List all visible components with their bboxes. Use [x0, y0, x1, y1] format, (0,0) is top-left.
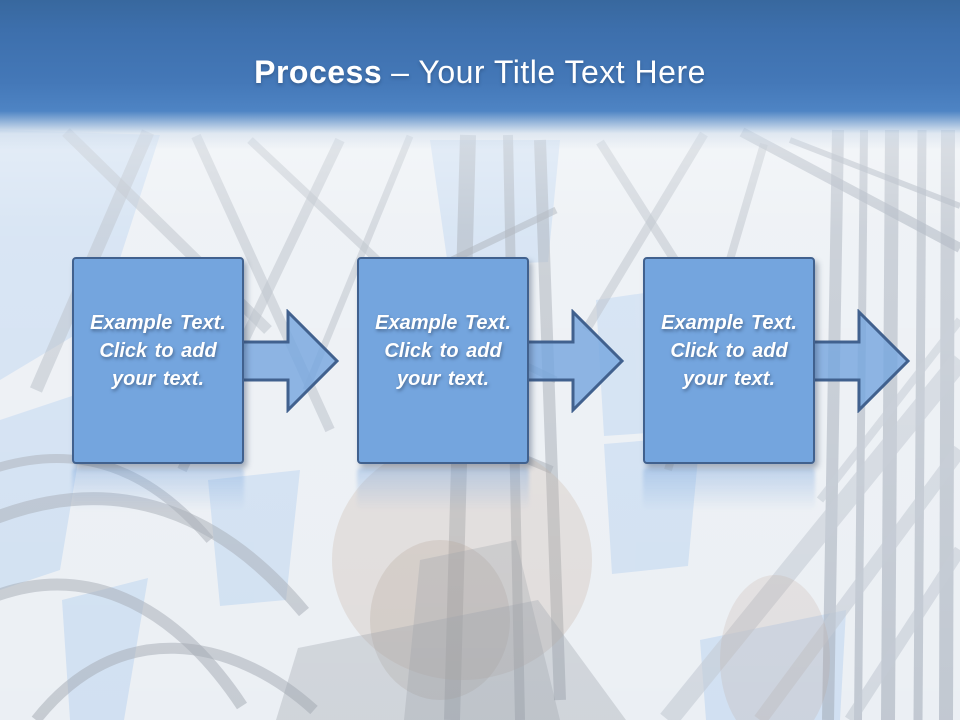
box-reflection — [357, 468, 529, 510]
arrow-right-icon — [523, 309, 625, 413]
process-step-box-1[interactable]: Example Text. Click to add your text. — [72, 257, 244, 464]
step-line: Example Text. — [90, 312, 226, 334]
box-reflection — [643, 468, 815, 510]
arrow-right-shape — [238, 309, 340, 413]
step-line: Click to add — [384, 340, 502, 362]
process-step-box-3[interactable]: Example Text. Click to add your text. — [643, 257, 815, 464]
step-line: your text. — [111, 368, 205, 390]
box-reflection — [72, 468, 244, 510]
slide-title: Process–Your Title Text Here — [254, 0, 706, 91]
step-line: Click to add — [670, 340, 788, 362]
title-subtitle: Your Title Text Here — [418, 54, 706, 90]
arrow-right-icon — [238, 309, 340, 413]
step-line: Click to add — [99, 340, 217, 362]
step-line: your text. — [396, 368, 490, 390]
arrow-right-shape — [523, 309, 625, 413]
process-step-box-2[interactable]: Example Text. Click to add your text. — [357, 257, 529, 464]
slide-header: Process–Your Title Text Here — [0, 0, 960, 150]
title-keyword: Process — [254, 54, 383, 90]
arrow-right-shape — [809, 309, 911, 413]
title-separator: – — [391, 54, 410, 90]
arrow-right-icon — [809, 309, 911, 413]
step-text: Example Text. Click to add your text. — [645, 309, 813, 393]
step-text: Example Text. Click to add your text. — [359, 309, 527, 393]
step-line: your text. — [682, 368, 776, 390]
step-line: Example Text. — [375, 312, 511, 334]
step-line: Example Text. — [661, 312, 797, 334]
step-text: Example Text. Click to add your text. — [74, 309, 242, 393]
